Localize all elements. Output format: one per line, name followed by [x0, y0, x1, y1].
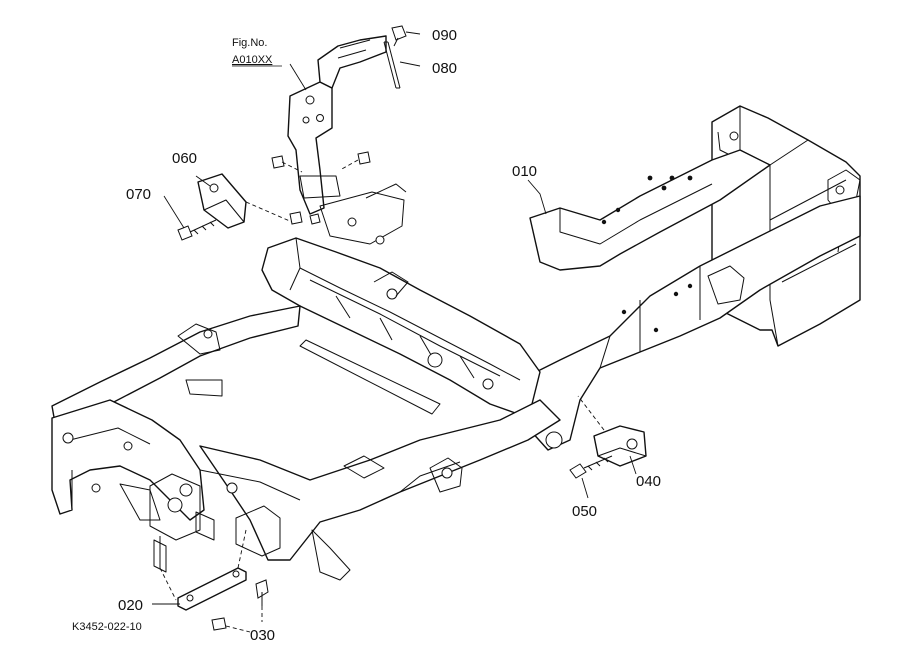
- mast-hardware: [271, 151, 371, 225]
- leader-lines: [152, 31, 637, 605]
- part-label-080: 080: [432, 60, 457, 77]
- part-label-030: 030: [250, 627, 275, 644]
- part-030-bolts: [211, 579, 269, 633]
- mast-bracket: [287, 35, 407, 245]
- front-crossmember: [261, 237, 541, 415]
- diagram-id: K3452-022-10: [72, 621, 142, 633]
- part-label-050: 050: [572, 503, 597, 520]
- front-bracket-cluster: [51, 399, 281, 573]
- part-050-bolt: [569, 455, 613, 479]
- part-label-060: 060: [172, 150, 197, 167]
- fig-ref-line1: Fig.No.: [232, 37, 267, 49]
- part-label-090: 090: [432, 27, 457, 44]
- part-070-bolt: [177, 219, 217, 241]
- part-080-pin: [383, 41, 401, 89]
- part-label-020: 020: [118, 597, 143, 614]
- part-060-bracket: [197, 173, 293, 229]
- part-020-plate: [159, 529, 247, 611]
- part-040-bracket: [577, 395, 647, 467]
- part-label-040: 040: [636, 473, 661, 490]
- part-090-bolt: [391, 25, 407, 47]
- fig-ref-line2: A010XX: [232, 54, 273, 66]
- figure-reference: Fig.No. A010XX: [232, 37, 282, 67]
- right-lower-rail: [519, 195, 861, 451]
- part-label-010: 010: [512, 163, 537, 180]
- right-side-rail: [529, 149, 771, 271]
- part-label-070: 070: [126, 186, 151, 203]
